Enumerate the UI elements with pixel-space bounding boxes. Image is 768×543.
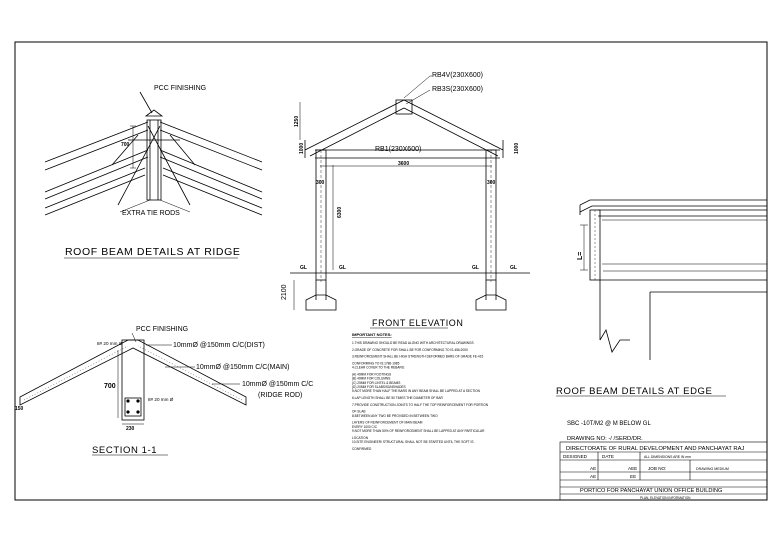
bar-bottom-label: 8# 20 mm Ø: [148, 397, 174, 402]
department: DIRECTORATE OF RURAL DEVELOPMENT AND PAN…: [566, 446, 744, 452]
note-line: (B) 40MM FOR COLUMNS: [352, 377, 390, 381]
note-line: 1.THIS DRAWING SHOULD BE READ ALONG WITH…: [352, 341, 474, 345]
tb-r2c1: AE: [590, 466, 596, 471]
height-dim: 6300: [337, 207, 343, 218]
drawing-no: DRAWING NO: -/ /SERD/DR.: [567, 436, 643, 442]
section-700-dim: 700: [104, 383, 116, 390]
note-line: 10.SITE ENGINEER/ STRUCTURAL SHALL NOT B…: [352, 440, 474, 444]
edge-detail: [556, 199, 767, 397]
ridge-rod-label-1: 10mmØ @150mm C/C: [242, 381, 313, 388]
ridge-detail-title: ROOF BEAM DETAILS AT RIDGE: [65, 246, 240, 258]
note-line: 4.CLEAR COVER TO THE REBARS:: [352, 366, 405, 370]
gl-2: GL: [339, 265, 346, 271]
col-mark-left: 300: [316, 180, 325, 186]
note-line: 8.BETWEEN ANY TWO BE PROVIDED IN BETWEEN…: [352, 414, 438, 418]
sbc-label: SBC -10T/M2 @ M BELOW GL: [567, 421, 651, 427]
note-line: (A) 40MM FOR FOOTINGS: [352, 372, 391, 376]
notes-list: 1.THIS DRAWING SHOULD BE READ ALONG WITH…: [352, 341, 489, 451]
front-elevation: [290, 75, 530, 329]
rb4v-label: RB4V(230X600): [432, 72, 483, 79]
dist-label: 10mmØ @150mm C/C(DIST): [173, 342, 265, 349]
ridge-rod-label-2: (RIDGE ROD): [258, 392, 302, 399]
project-subtitle: PLAN, ELEVATION INFORMATION: [640, 496, 691, 500]
note-line: LAYERS OF REINFORCEMENT OF MAIN BEAM: [352, 421, 423, 425]
col-mark-right: 300: [487, 180, 496, 186]
note-line: 2.GRADE OF CONCRETE FOR SHALL BE FOR CON…: [352, 348, 468, 352]
section-pcc-label: PCC FINISHING: [136, 326, 188, 333]
side-dim-right: 1000: [514, 143, 520, 154]
ridge-700-dim: 700: [121, 142, 130, 148]
rise-dim: 1250: [294, 116, 300, 127]
section-1-1: [19, 332, 247, 456]
title-block: [559, 441, 768, 501]
side-dim-left: 1000: [299, 143, 305, 154]
gl-1: GL: [300, 265, 307, 271]
section-230-dim: 230: [126, 426, 135, 432]
note-line: 7.PROVIDE CONSTRUCTION JOINTS TO HALF TH…: [352, 403, 489, 407]
main-label: 10mmØ @150mm C/C(MAIN): [196, 364, 289, 371]
tb-r3c2: EE: [630, 474, 636, 479]
gl-3: GL: [472, 265, 479, 271]
note-line: CONFORMING TO IS:1786-1985: [352, 361, 400, 365]
note-line: (D) 20MM FOR SLABS/SUNSHADES: [352, 385, 406, 389]
ridge-detail: [44, 91, 263, 259]
edge-dim: L=: [577, 252, 584, 260]
section-150-dim: 150: [15, 406, 24, 412]
project-title: PORTICO FOR PANCHAYAT UNION OFFICE BUILD…: [580, 488, 722, 494]
note-line: EVERY 1000 C/C: [352, 425, 378, 429]
note-line: OF SLAB: [352, 410, 365, 414]
span-dim: 3600: [398, 161, 409, 167]
note-line: 9.NOT MORE THAN 50% OF REINFORCEMENT SHA…: [352, 429, 485, 433]
tb-date: DATE: [602, 454, 614, 459]
bar-top-label: 8# 20 mm Ø: [97, 341, 123, 346]
front-elevation-title: FRONT ELEVATION: [372, 318, 464, 328]
note-line: CONFIRMED: [352, 447, 372, 451]
notes-heading: IMPORTANT NOTES:: [352, 332, 392, 337]
note-line: LOCATION: [352, 436, 369, 440]
foundation-depth: 2100: [281, 284, 288, 300]
tb-r3c1: AE: [590, 474, 596, 479]
ridge-pcc-label: PCC FINISHING: [154, 85, 206, 92]
tb-units: ALL DIMENSIONS ARE IN mm: [644, 455, 691, 459]
note-line: 6.LAP LENGTH SHALL BE 50 TIMES THE DIAME…: [352, 396, 443, 400]
rb3s-label: RB3S(230X600): [432, 86, 483, 93]
section-title: SECTION 1-1: [92, 445, 157, 456]
tb-job-no: JOB NO:: [648, 466, 666, 471]
tb-medium: DRAWING MEDIUM: [696, 467, 729, 471]
ridge-tie-label: EXTRA TIE RODS: [122, 210, 180, 217]
tb-designed: DESIGNED: [563, 454, 588, 459]
gl-4: GL: [510, 265, 517, 271]
rb1-label: RB1(230X600): [375, 146, 421, 153]
tb-r2c2: AEE: [628, 466, 637, 471]
edge-detail-title: ROOF BEAM DETAILS AT EDGE: [556, 386, 712, 397]
note-line: (C) 25MM FOR LINTEL & BEAMS: [352, 381, 400, 385]
note-line: 5.NOT MORE THAN HALF THE BARS IN ANY BEA…: [352, 389, 481, 393]
note-line: 3.REINFORCEMENT SHALL BE HIGH STRENGTH D…: [352, 355, 483, 359]
